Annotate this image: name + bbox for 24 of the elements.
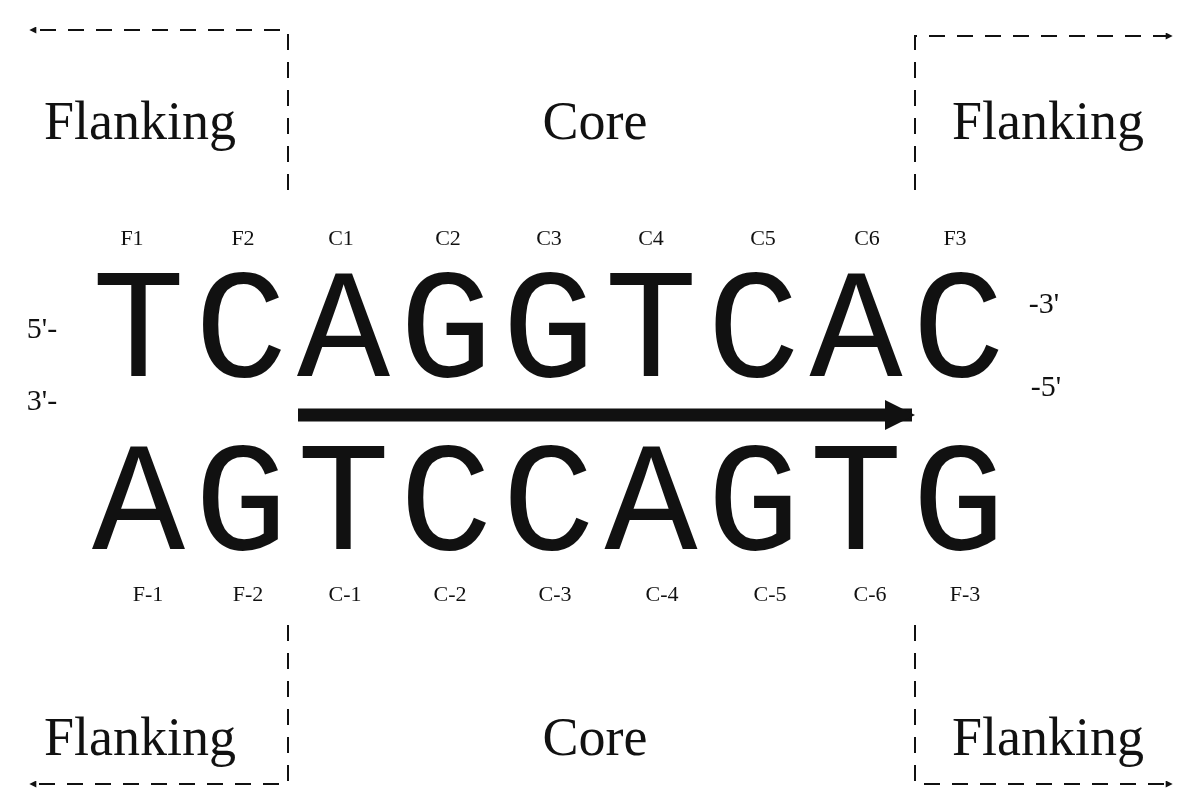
position-label: C4 (638, 227, 664, 249)
region-label: Core (542, 94, 648, 148)
position-label: C-4 (645, 583, 679, 605)
position-label: F-2 (232, 583, 264, 605)
position-label: C-5 (753, 583, 787, 605)
region-label: Core (542, 710, 648, 764)
strand-end-label: -3' (1028, 288, 1060, 318)
position-label: C1 (328, 227, 354, 249)
position-label: C-2 (433, 583, 467, 605)
position-label: C6 (854, 227, 880, 249)
strand-end-label: 3'- (26, 385, 58, 415)
position-label: F-3 (949, 583, 981, 605)
position-label: C-1 (328, 583, 362, 605)
position-label: C-6 (853, 583, 887, 605)
position-label: F-1 (132, 583, 164, 605)
strand-end-label: 5'- (26, 313, 58, 343)
position-label: F1 (120, 227, 144, 249)
position-label: C2 (435, 227, 461, 249)
position-label: F3 (943, 227, 967, 249)
position-label: F2 (231, 227, 255, 249)
position-label: C3 (536, 227, 562, 249)
position-label: C5 (750, 227, 776, 249)
position-label: C-3 (538, 583, 572, 605)
strand-end-label: -5' (1030, 371, 1062, 401)
